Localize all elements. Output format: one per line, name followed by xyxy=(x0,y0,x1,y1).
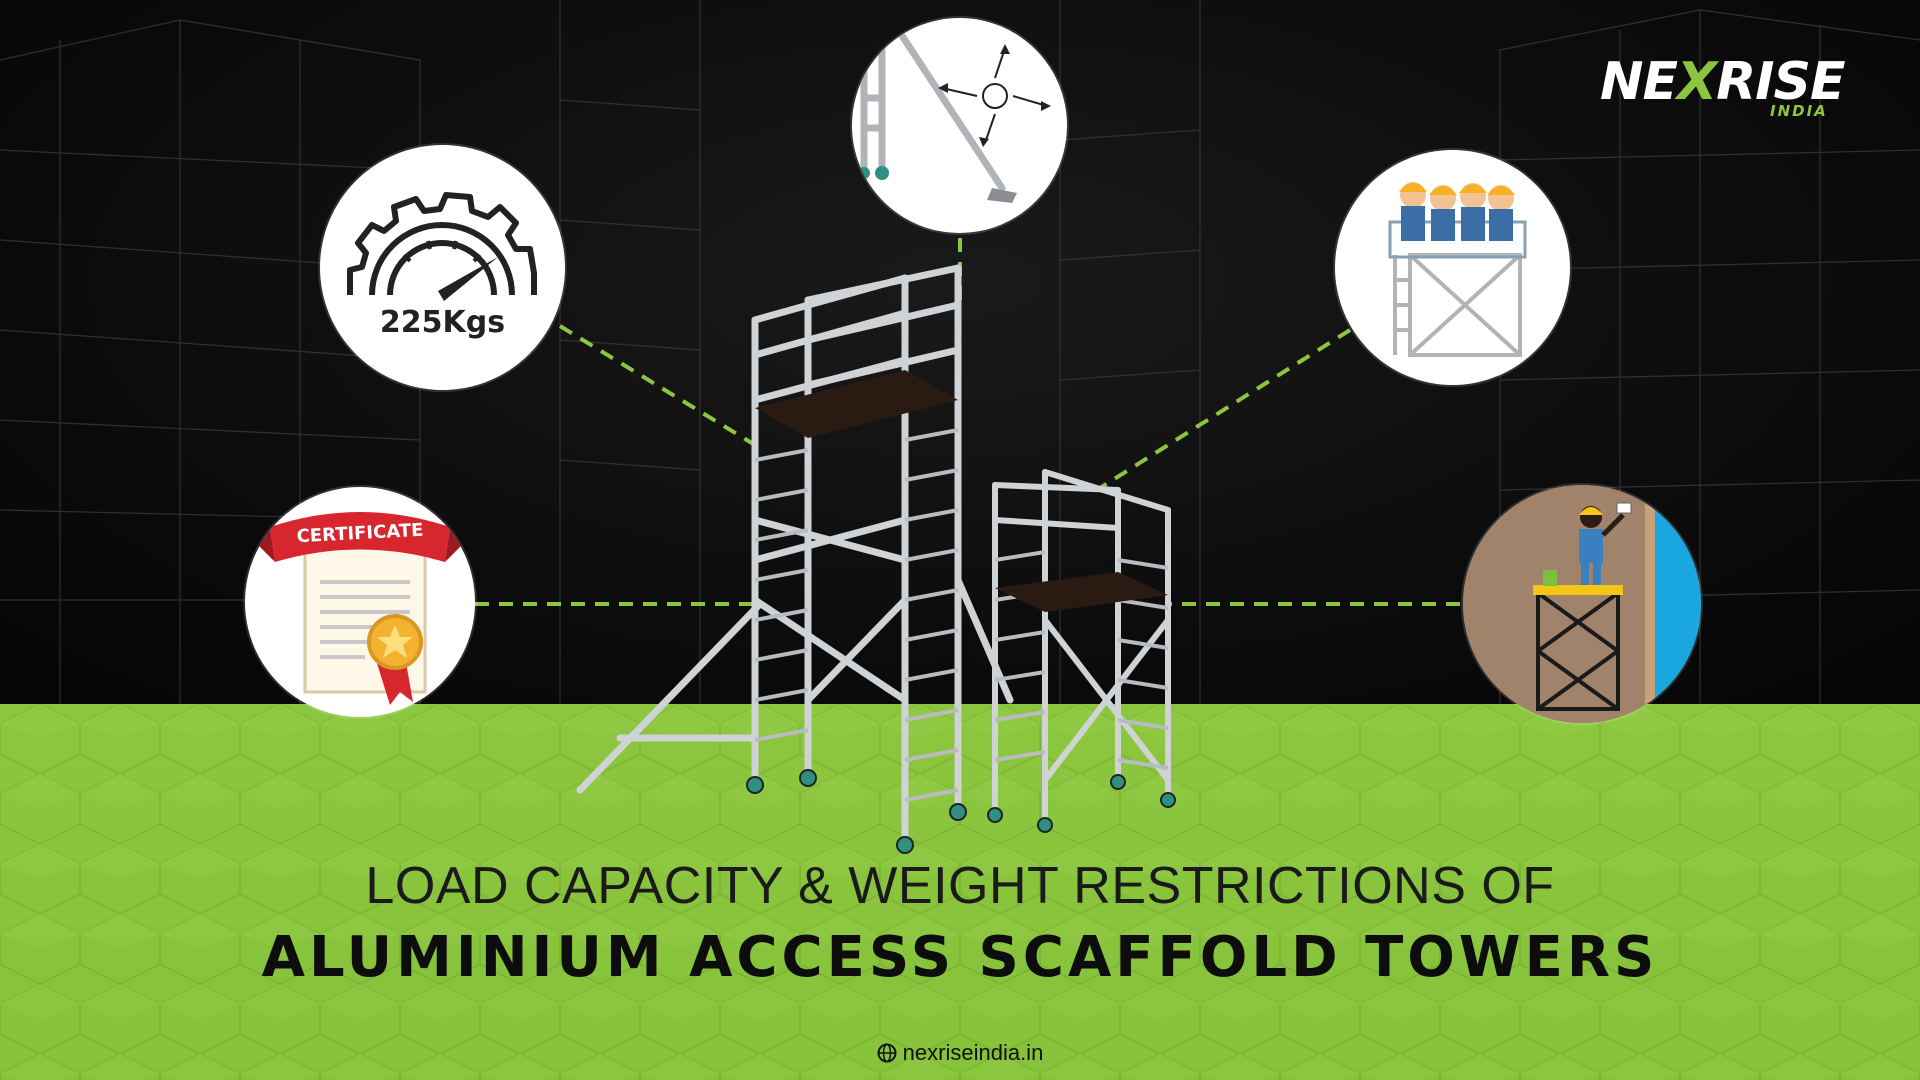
website-link[interactable]: nexriseindia.in xyxy=(902,1040,1044,1065)
logo-wordmark: NEXRISE xyxy=(1600,52,1846,112)
logo-subtext: INDIA xyxy=(1770,102,1828,120)
headline-line-2: ALUMINIUM ACCESS SCAFFOLD TOWERS xyxy=(261,925,1659,990)
wireframe-buildings xyxy=(0,0,1920,704)
brand-logo: NEXRISE INDIA xyxy=(1600,52,1880,132)
painter-on-tower-icon xyxy=(1463,485,1701,723)
stabilizer-circle xyxy=(852,18,1067,233)
website-footer: nexriseindia.in xyxy=(0,1040,1920,1066)
load-capacity-label: 225Kgs xyxy=(379,305,506,340)
workers-circle xyxy=(1335,150,1570,385)
globe-icon xyxy=(877,1043,897,1063)
stabilizer-arrows-icon xyxy=(858,24,1051,203)
headline-line-1: LOAD CAPACITY & WEIGHT RESTRICTIONS OF xyxy=(365,857,1555,915)
gauge-gear-icon xyxy=(347,192,537,301)
load-capacity-circle: 225Kgs xyxy=(320,145,565,390)
certificate-icon xyxy=(255,512,465,705)
certificate-circle: CERTIFICATE xyxy=(245,487,475,717)
painter-circle xyxy=(1463,485,1701,723)
workers-on-platform-icon xyxy=(1388,182,1527,357)
